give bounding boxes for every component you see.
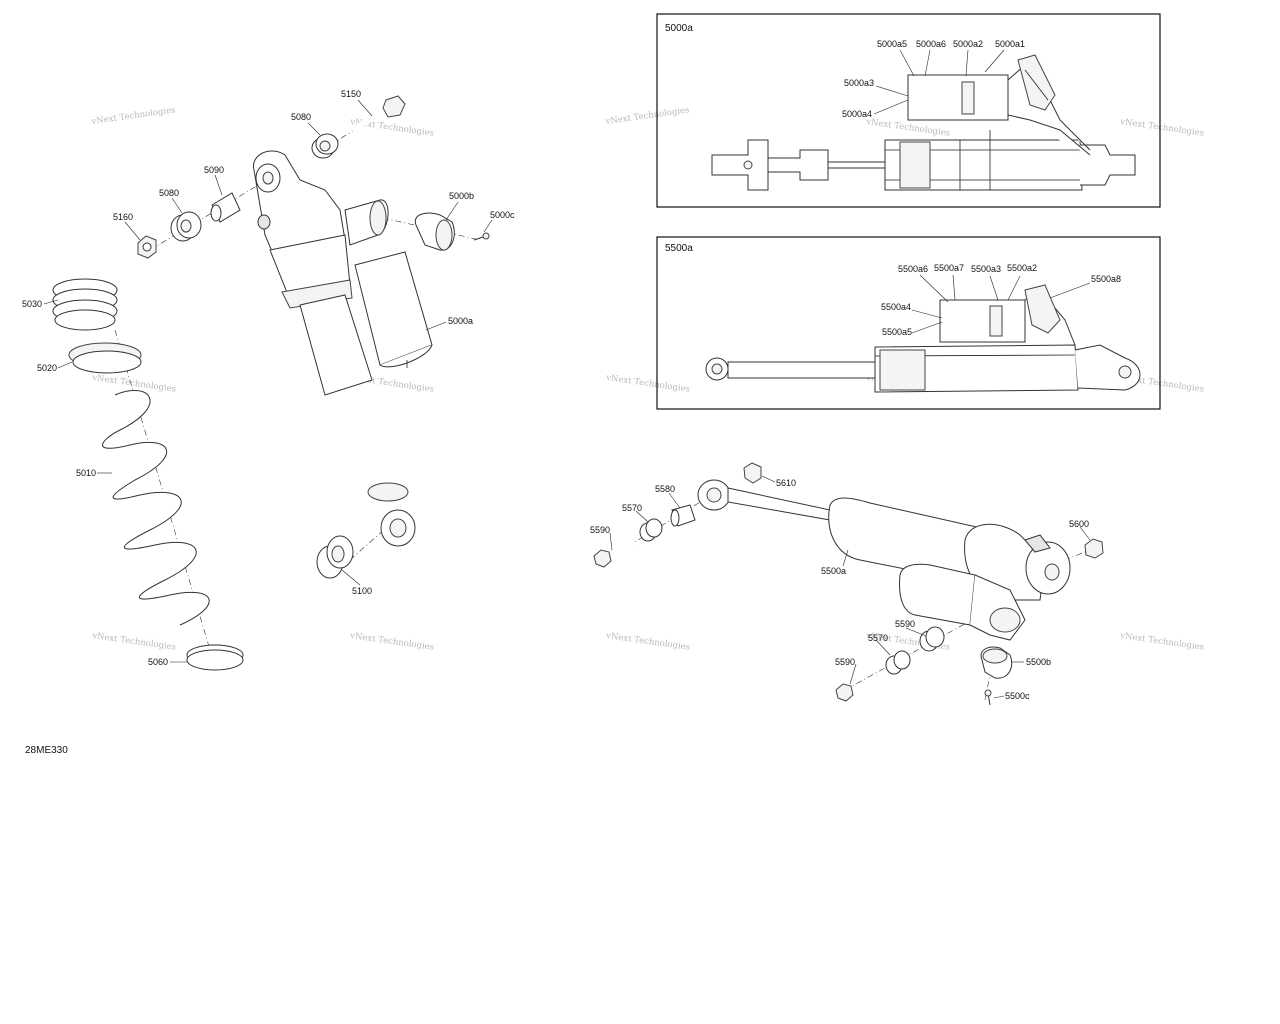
part-5590-bolt-upper [593, 542, 634, 568]
part-5080-bushing-lower [170, 211, 202, 242]
watermark: vNext Technologies [604, 105, 690, 127]
watermark: vNext Technologies [349, 117, 435, 139]
callout-5100: 5100 [352, 586, 372, 596]
watermark: vNext Technologies [1119, 117, 1205, 139]
callout-5500a: 5500a [821, 566, 846, 576]
callout-5590-lower: 5590 [835, 657, 855, 667]
part-5570-spacer-lower [919, 626, 945, 652]
callout-5000a5: 5000a5 [877, 39, 907, 49]
callout-5610: 5610 [776, 478, 796, 488]
callout-5500a4: 5500a4 [881, 302, 911, 312]
callout-5000b: 5000b [449, 191, 474, 201]
callout-5600: 5600 [1069, 519, 1089, 529]
part-5080-bushing-upper [311, 133, 339, 159]
callout-5030: 5030 [22, 299, 42, 309]
part-5000c-screw [473, 232, 490, 241]
callout-5500a6: 5500a6 [898, 264, 928, 274]
callout-5000a3: 5000a3 [844, 78, 874, 88]
callout-5090: 5090 [204, 165, 224, 175]
part-5100-bushing [316, 535, 354, 579]
callout-5500a5: 5500a5 [882, 327, 912, 337]
part-5500b-knob [980, 646, 1013, 679]
part-5580-sleeve [670, 504, 696, 527]
watermark: vNext Technologies [1119, 631, 1205, 653]
part-5150-bolt [350, 95, 406, 133]
callout-5080-lower: 5080 [159, 188, 179, 198]
callout-5020: 5020 [37, 363, 57, 373]
detail-box-title: 5000a [665, 23, 693, 34]
callout-5080: 5080 [291, 112, 311, 122]
watermark: vNext Technologies [605, 631, 691, 653]
detail-box-title: 5500a [665, 243, 693, 254]
callout-5000a1: 5000a1 [995, 39, 1025, 49]
watermark: vNext Technologies [90, 105, 176, 127]
callout-5000c: 5000c [490, 210, 515, 220]
right-shock-assembly: 5610 5580 5570 5590 5600 5500a 5590 5570… [590, 462, 1104, 706]
part-5160-nut [137, 235, 157, 259]
shock-body-5000a [253, 150, 433, 547]
callout-5570-lower: 5570 [868, 633, 888, 643]
diagram-code: 28ME330 [25, 745, 68, 756]
part-5020-seat [68, 342, 142, 374]
callout-5150: 5150 [341, 89, 361, 99]
watermark: vNext Technologies [91, 631, 177, 653]
watermark: vNext Technologies [605, 373, 691, 395]
part-5500c-screw [984, 689, 992, 706]
callout-5160: 5160 [113, 212, 133, 222]
part-5590-sleeve-lower [885, 650, 911, 675]
detail-box-5500a: 5500a 5500a6 5500a7 5500a3 5500a2 5500a8… [656, 236, 1161, 410]
callout-5580: 5580 [655, 484, 675, 494]
callout-5060: 5060 [148, 657, 168, 667]
left-shock-assembly: 5150 5080 5090 5080 5160 5000b 5000c 503… [22, 89, 515, 671]
callout-5500a3: 5500a3 [971, 264, 1001, 274]
callout-5000a2: 5000a2 [953, 39, 983, 49]
callout-5570: 5570 [622, 503, 642, 513]
part-5090-sleeve [210, 192, 241, 223]
part-5570-spacer [639, 518, 663, 542]
callout-5500a8: 5500a8 [1091, 274, 1121, 284]
callout-5500b: 5500b [1026, 657, 1051, 667]
part-5000b-knob [414, 212, 455, 251]
part-5610-nut [743, 462, 762, 484]
callout-5000a: 5000a [448, 316, 473, 326]
callout-5000a6: 5000a6 [916, 39, 946, 49]
part-5010-coil-spring [102, 390, 210, 626]
part-5030-rings [52, 278, 118, 331]
part-5060-clip [186, 644, 244, 671]
callout-5590-mid: 5590 [895, 619, 915, 629]
callout-5000a4: 5000a4 [842, 109, 872, 119]
part-5590-bolt-lower [835, 675, 879, 702]
callout-5500a7: 5500a7 [934, 263, 964, 273]
callout-5500c: 5500c [1005, 691, 1030, 701]
detail-box-5000a: 5000a 5000a5 5000a6 5000a2 5000a1 5000a3 [656, 13, 1161, 208]
watermark: vNext Technologies [349, 631, 435, 653]
callout-5010: 5010 [76, 468, 96, 478]
callout-5500a2: 5500a2 [1007, 263, 1037, 273]
part-5600-nut [1084, 538, 1104, 559]
callout-5590: 5590 [590, 525, 610, 535]
